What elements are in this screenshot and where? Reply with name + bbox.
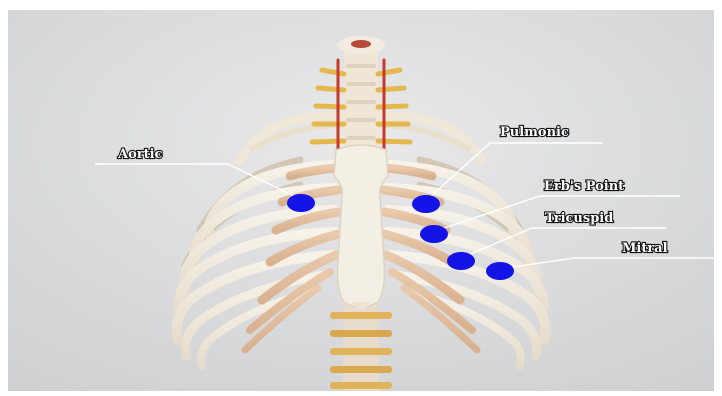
aortic-point-marker	[287, 194, 315, 212]
tricuspid-point-marker	[447, 252, 475, 270]
erbs-point-marker	[420, 225, 448, 243]
mitral-point-marker	[486, 262, 514, 280]
pulmonic-label: Pulmonic	[500, 125, 569, 140]
pulmonic-point-marker	[412, 195, 440, 213]
mitral-label: Mitral	[622, 241, 668, 256]
tricuspid-label: Tricuspid	[545, 211, 613, 226]
aortic-label: Aortic	[117, 147, 163, 162]
erbs-point-label: Erb's Point	[544, 179, 624, 194]
